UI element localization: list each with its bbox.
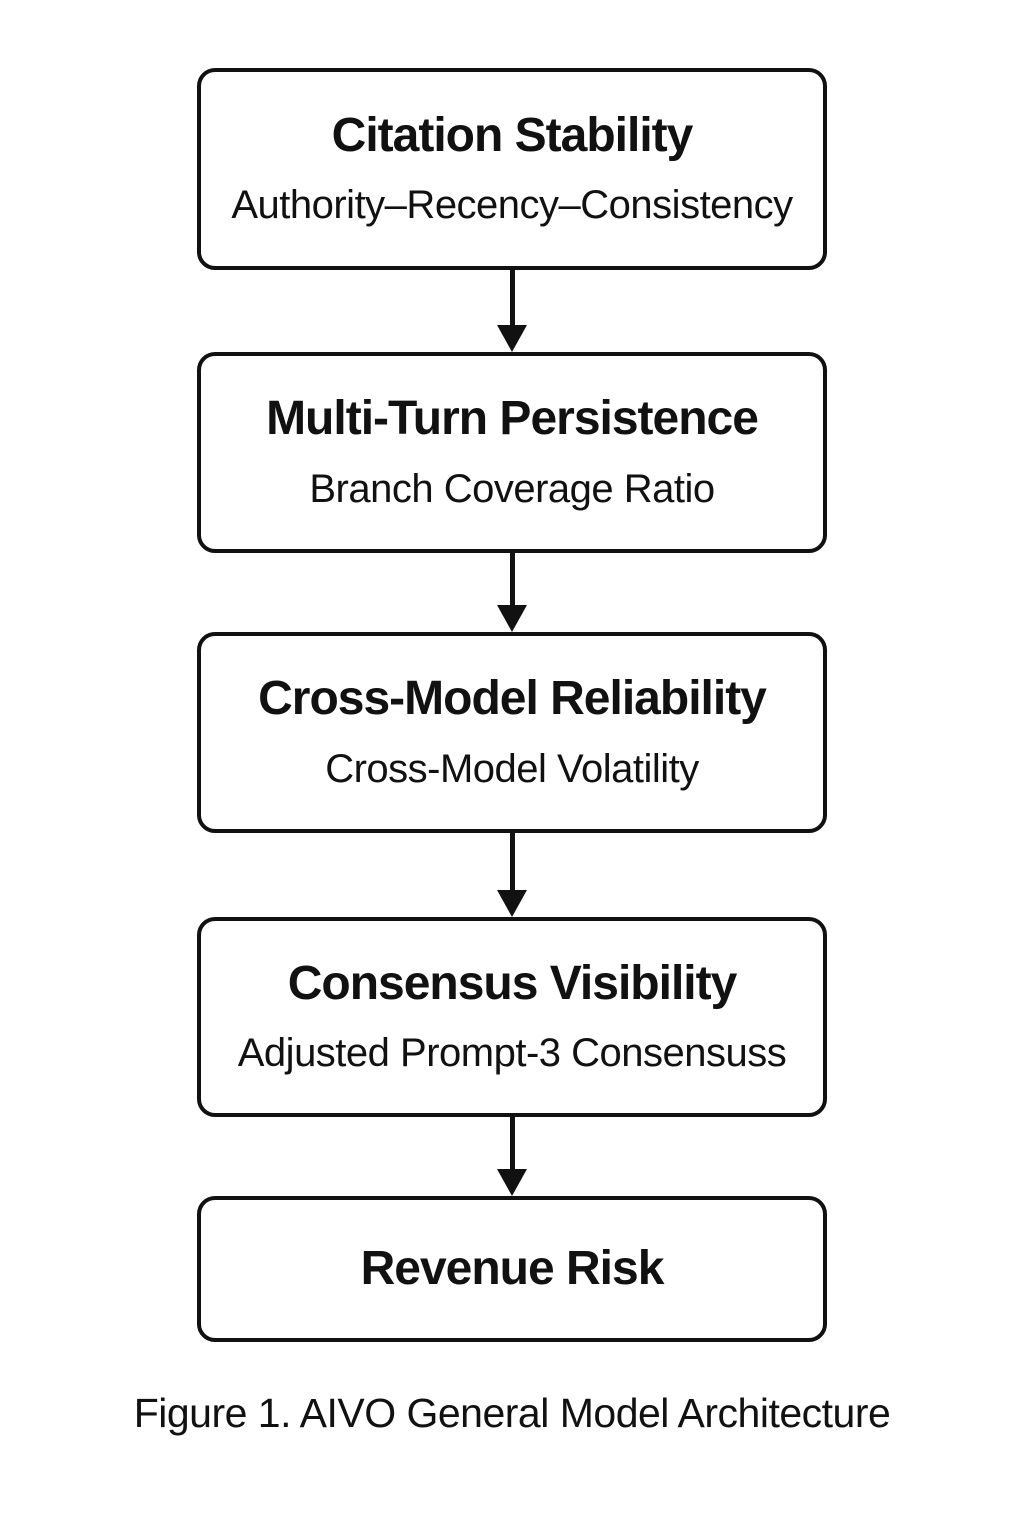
- node-subtitle: Authority–Recency–Consistency: [231, 183, 793, 228]
- flow-node-consensus-visibility: Consensus Visibility Adjusted Prompt-3 C…: [197, 917, 827, 1117]
- node-title: Revenue Risk: [360, 1241, 665, 1295]
- arrow-down-icon: [0, 553, 1024, 632]
- flow-node-multi-turn-persistence: Multi-Turn Persistence Branch Coverage R…: [197, 352, 827, 553]
- arrow-shaft: [509, 553, 515, 605]
- arrow-head: [497, 325, 527, 352]
- arrow-down-icon: [0, 1117, 1024, 1196]
- node-subtitle: Cross-Model Volatility: [325, 746, 699, 791]
- arrow-head: [497, 1169, 527, 1196]
- node-title: Cross-Model Reliability: [258, 672, 767, 726]
- node-subtitle: Adjusted Prompt-3 Consensuss: [237, 1031, 787, 1076]
- arrow-down-icon: [0, 833, 1024, 917]
- node-title: Citation Stability: [331, 108, 694, 162]
- arrow-down-icon: [0, 270, 1024, 352]
- arrow-shaft: [509, 1117, 515, 1169]
- arrow-shaft: [509, 833, 515, 890]
- flow-node-citation-stability: Citation Stability Authority–Recency–Con…: [197, 68, 827, 270]
- arrow-head: [497, 890, 527, 917]
- arrow-head: [497, 605, 527, 632]
- flow-node-revenue-risk: Revenue Risk: [197, 1196, 827, 1342]
- flow-node-cross-model-reliability: Cross-Model Reliability Cross-Model Vola…: [197, 632, 827, 833]
- figure-caption: Figure 1. AIVO General Model Architectur…: [133, 1390, 891, 1436]
- node-title: Multi-Turn Persistence: [266, 392, 759, 446]
- node-title: Consensus Visibility: [287, 956, 738, 1010]
- node-subtitle: Branch Coverage Ratio: [309, 466, 715, 511]
- arrow-shaft: [509, 270, 515, 325]
